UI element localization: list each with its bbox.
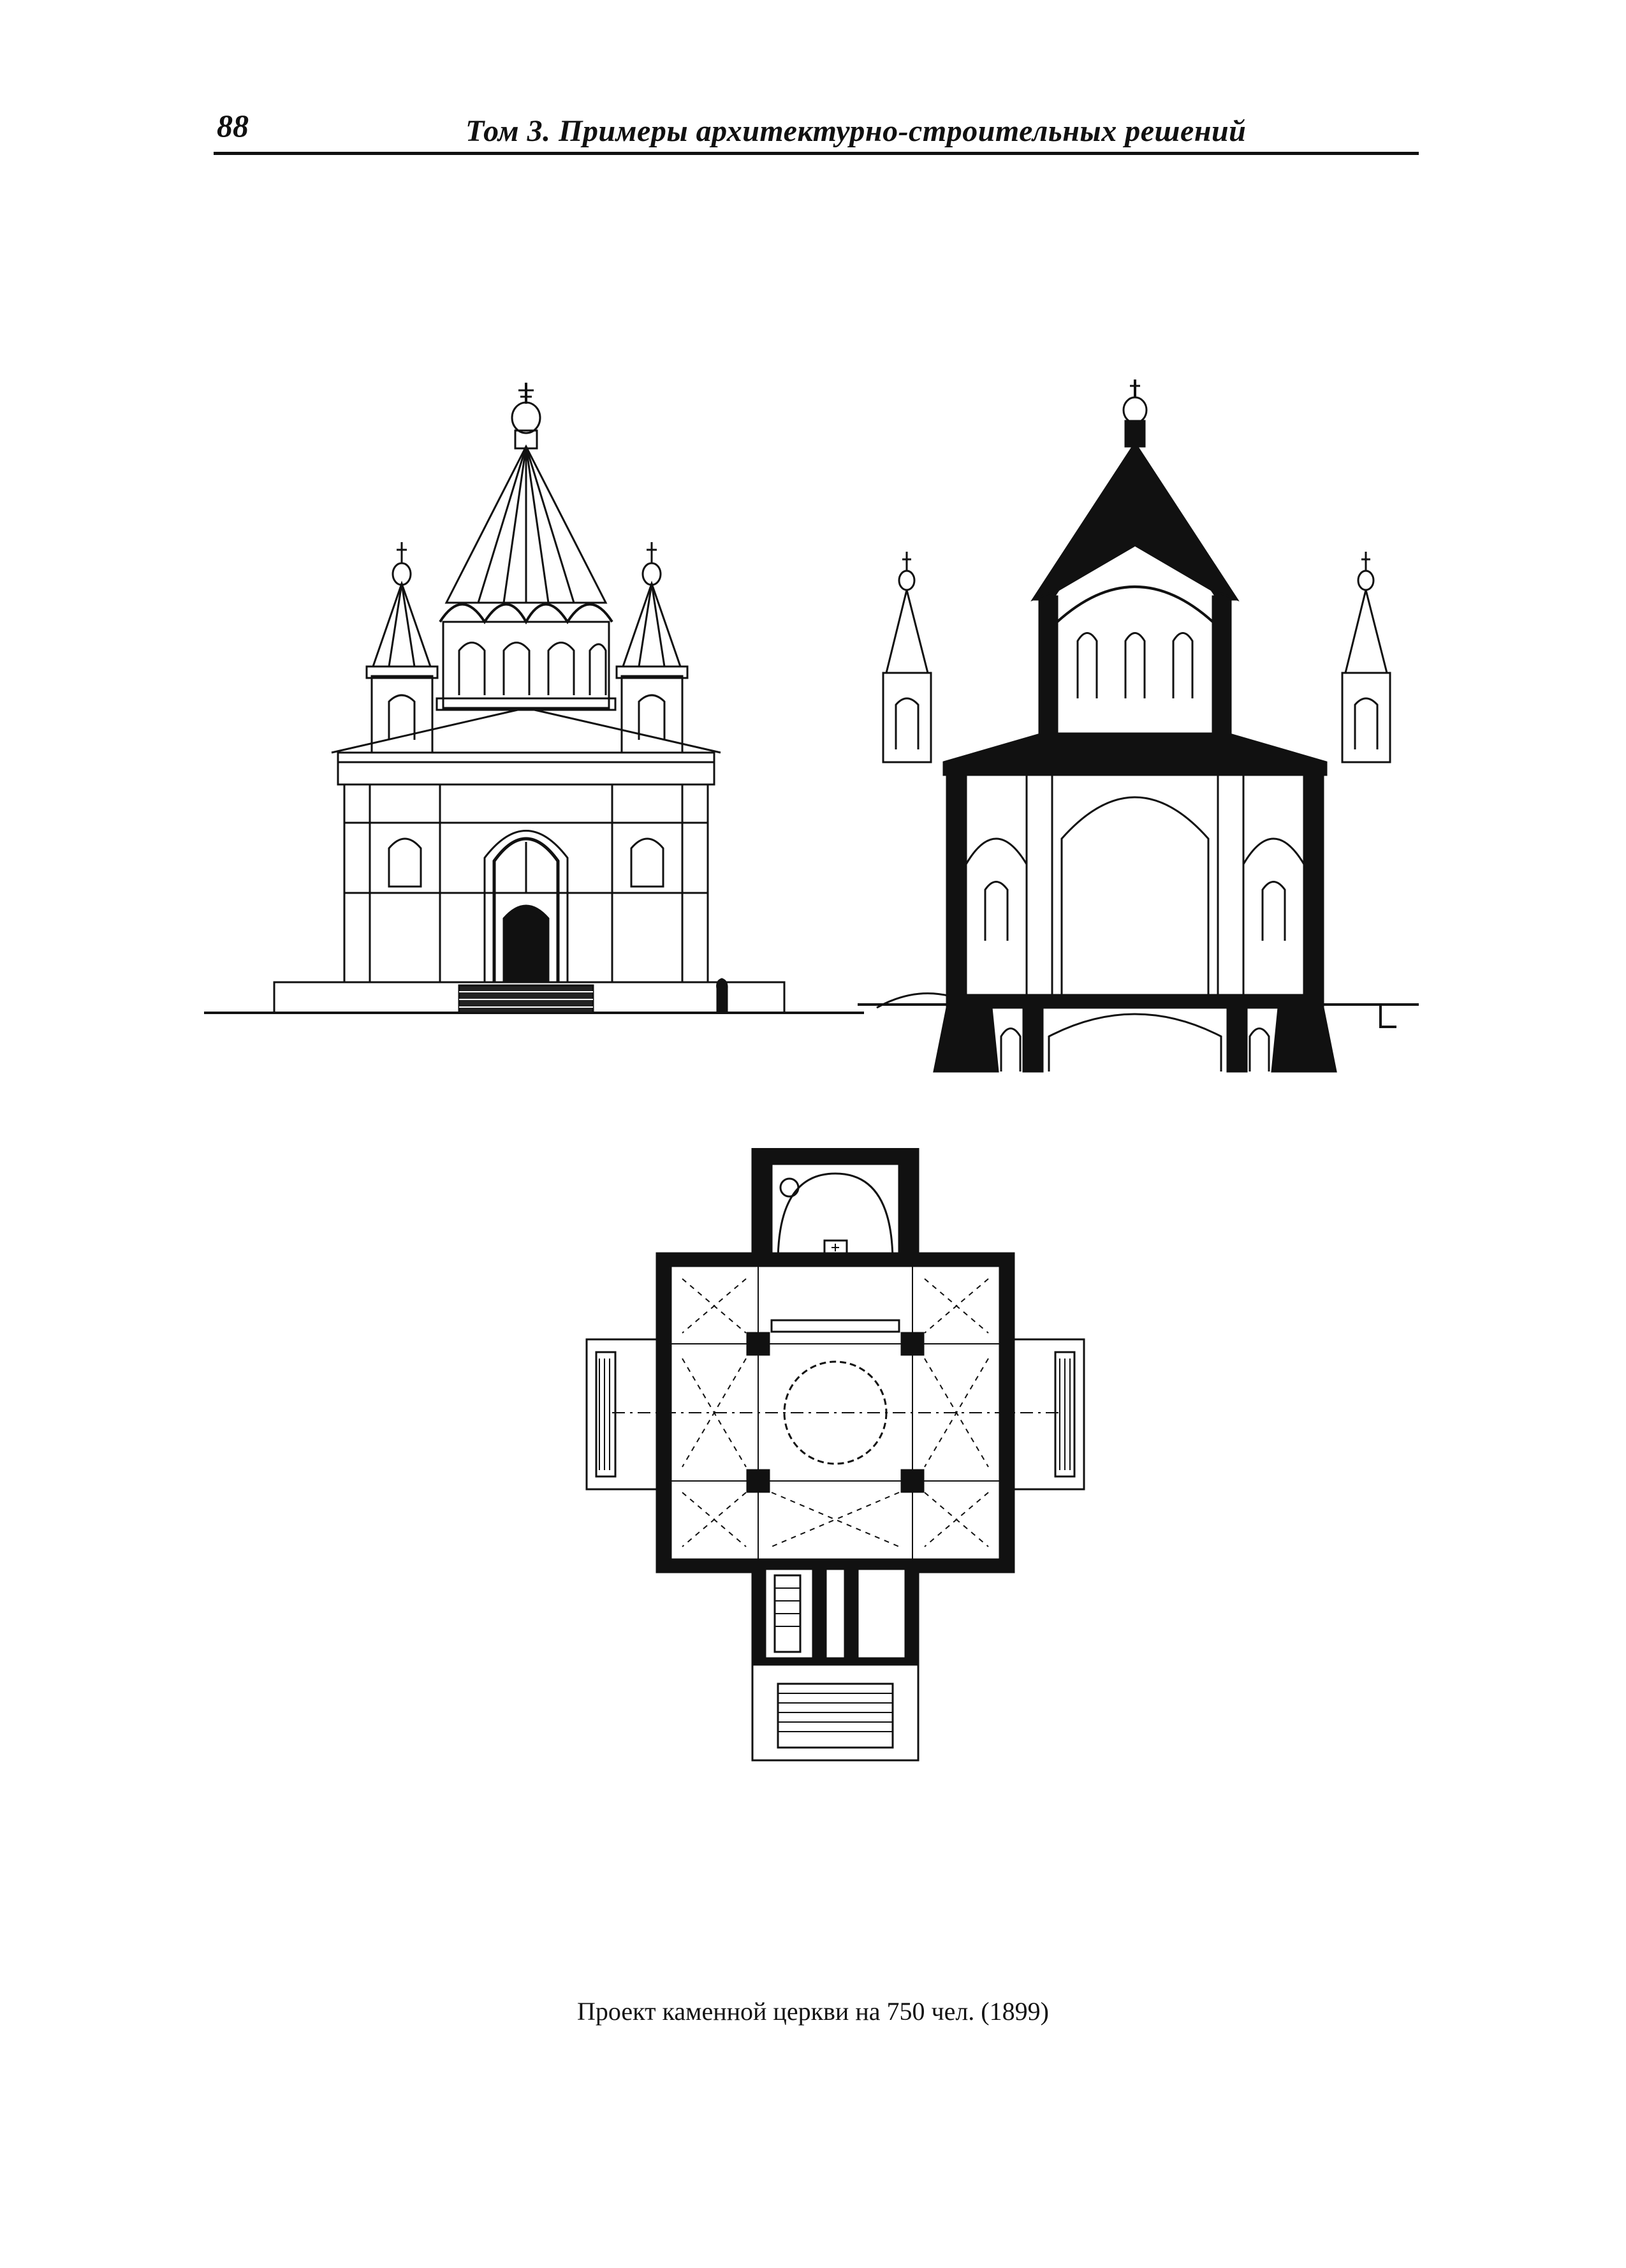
facade-elevation-drawing <box>204 383 864 1020</box>
floor-plan-drawing <box>561 1148 1122 1767</box>
header-rule <box>214 152 1419 155</box>
running-head-title: Том 3. Примеры архитектурно-строительных… <box>465 114 1247 148</box>
cross-section-drawing <box>858 379 1419 1075</box>
page-number: 88 <box>217 108 249 144</box>
figure-caption: Проект каменной церкви на 750 чел. (1899… <box>577 1997 1049 2026</box>
